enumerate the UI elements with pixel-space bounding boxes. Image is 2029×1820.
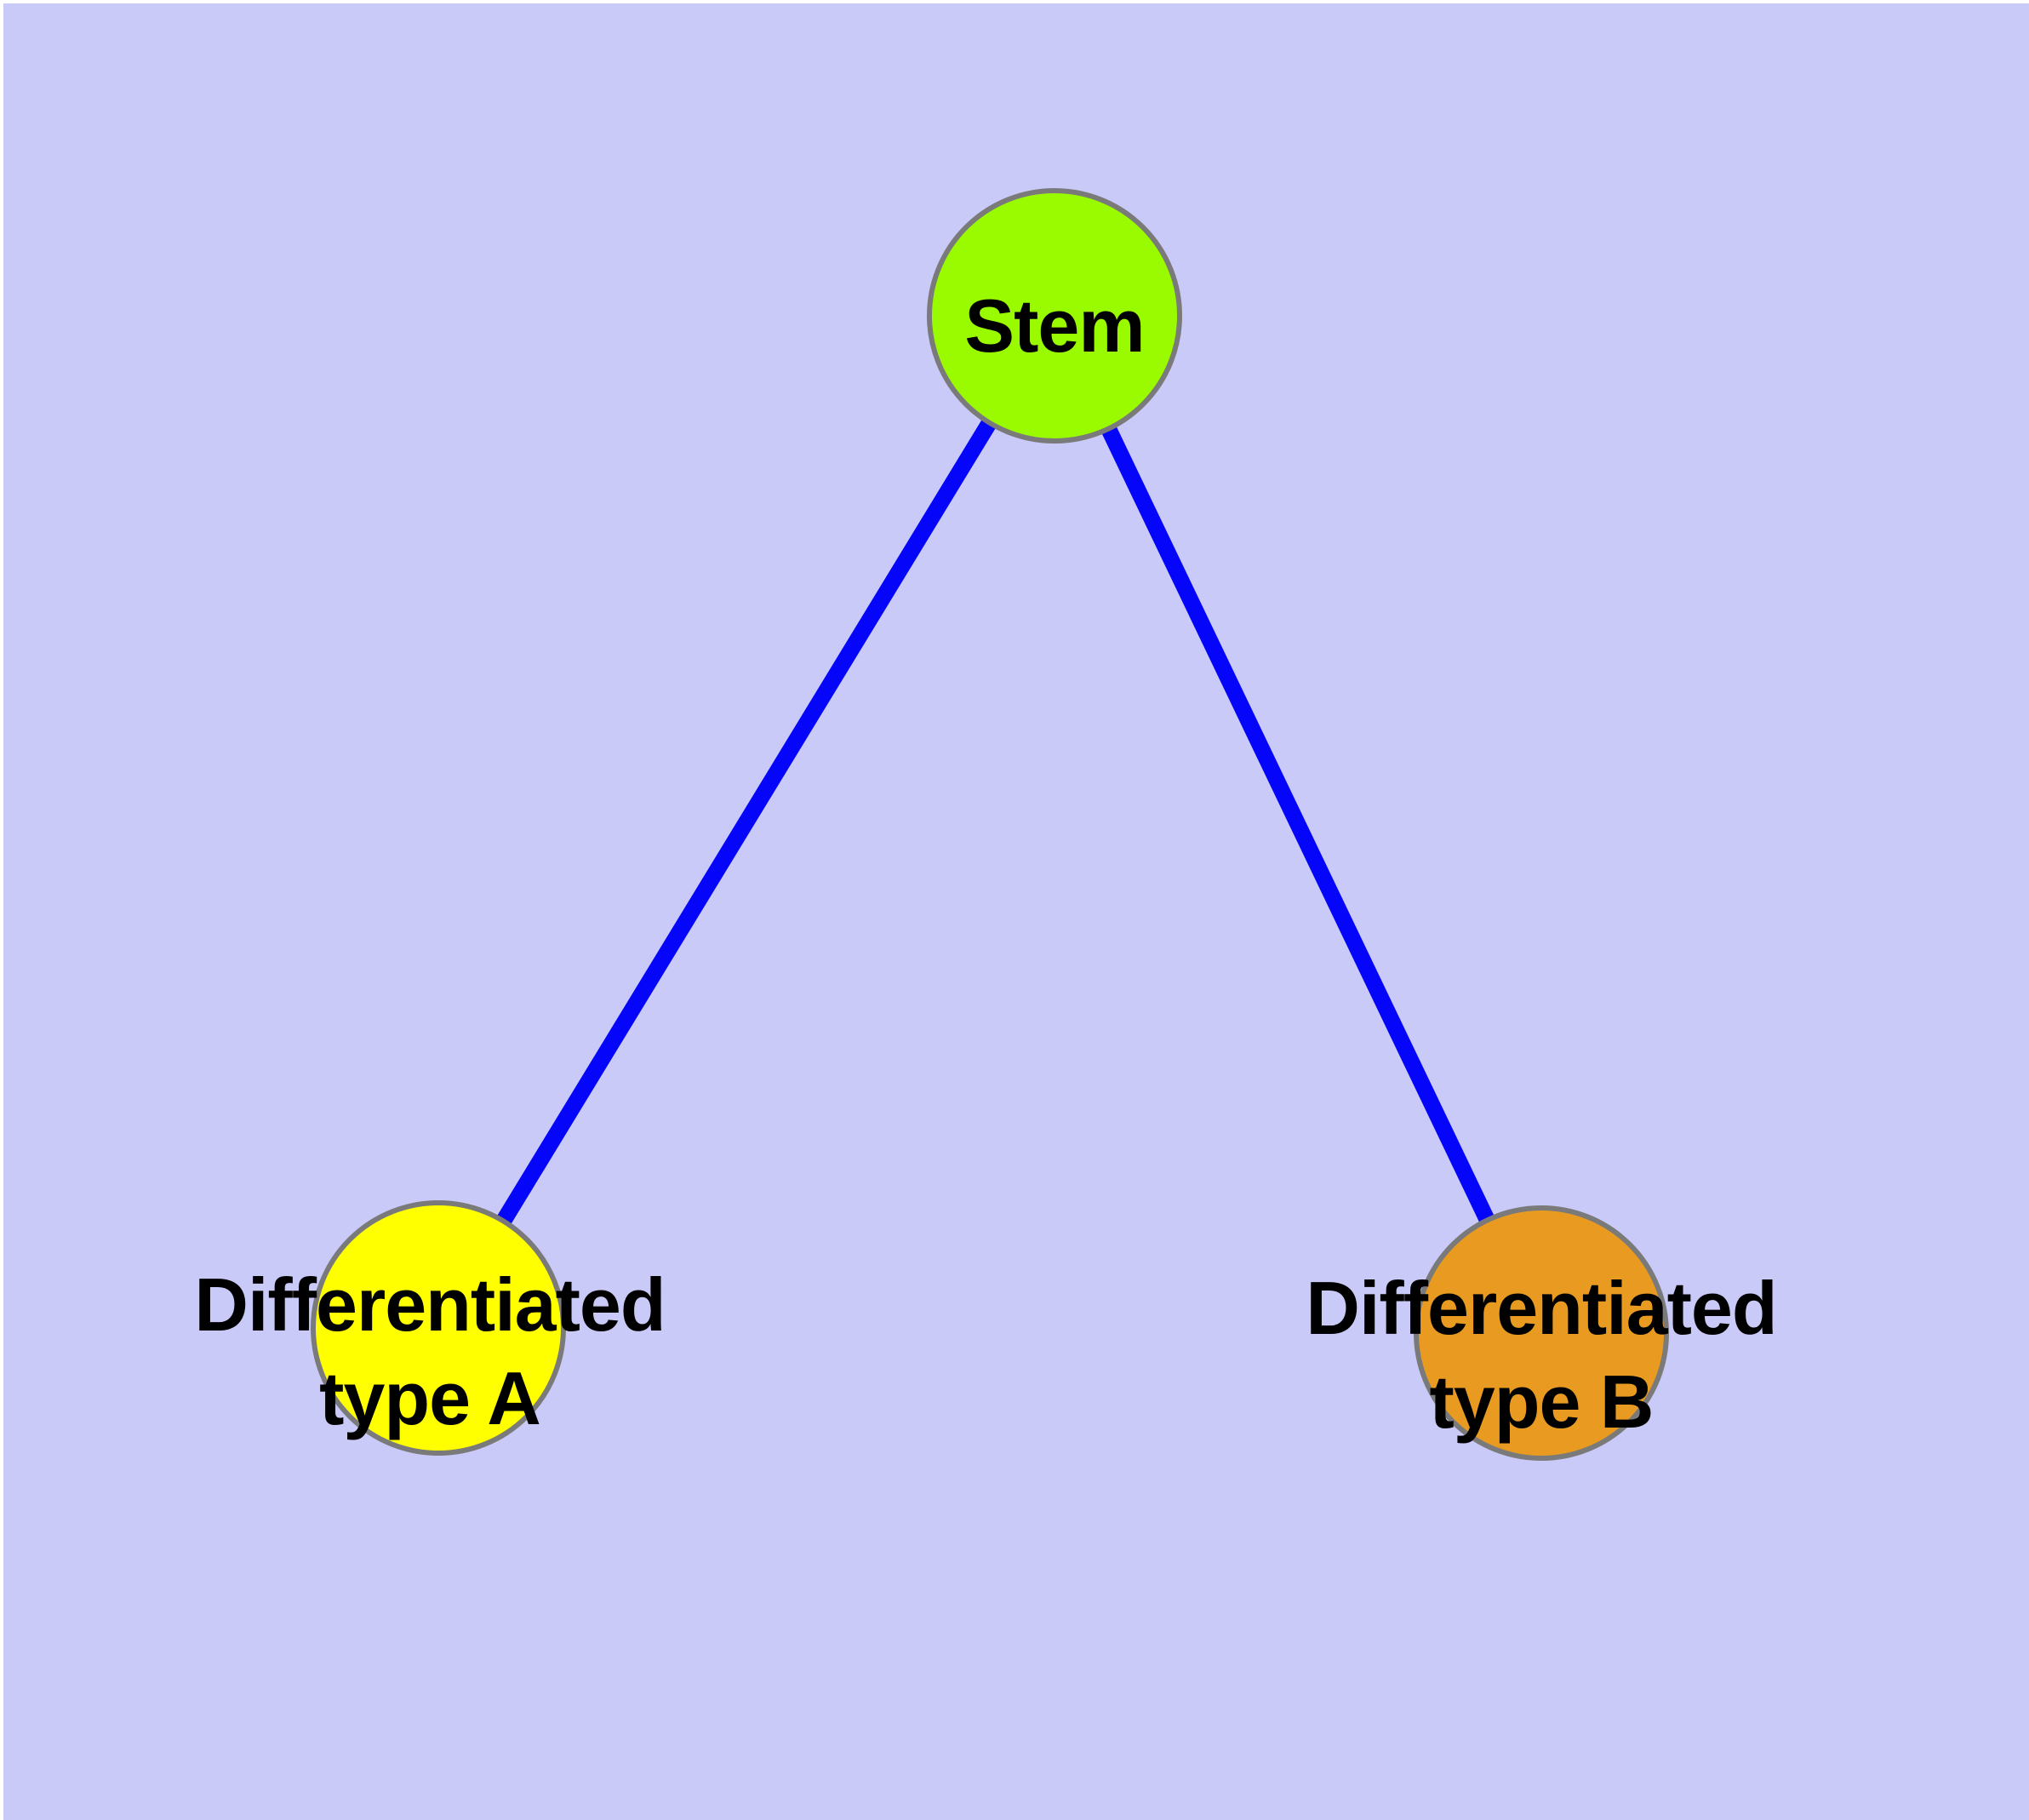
diagram-canvas: Stem Differentiated type A Differentiate… (3, 3, 2029, 1820)
node-label-stem: Stem (964, 279, 1145, 373)
node-label-type-b-line1: Differentiated (1306, 1266, 1777, 1350)
node-label-stem-text: Stem (964, 283, 1145, 368)
node-differentiated-type-a (311, 1200, 566, 1456)
edge-stem-to-type-b (1047, 312, 1549, 1337)
node-label-differentiated-type-b: Differentiated type B (1306, 1262, 1777, 1449)
node-differentiated-type-b (1414, 1205, 1669, 1461)
node-label-type-b-line2: type B (1429, 1359, 1655, 1444)
edge-stem-to-type-a (431, 312, 1062, 1332)
node-stem (927, 188, 1182, 444)
node-label-differentiated-type-a: Differentiated type A (194, 1258, 666, 1445)
edges-layer (431, 312, 1549, 1337)
node-label-type-a-line1: Differentiated (194, 1262, 666, 1347)
node-label-type-a-line2: type A (319, 1356, 541, 1440)
